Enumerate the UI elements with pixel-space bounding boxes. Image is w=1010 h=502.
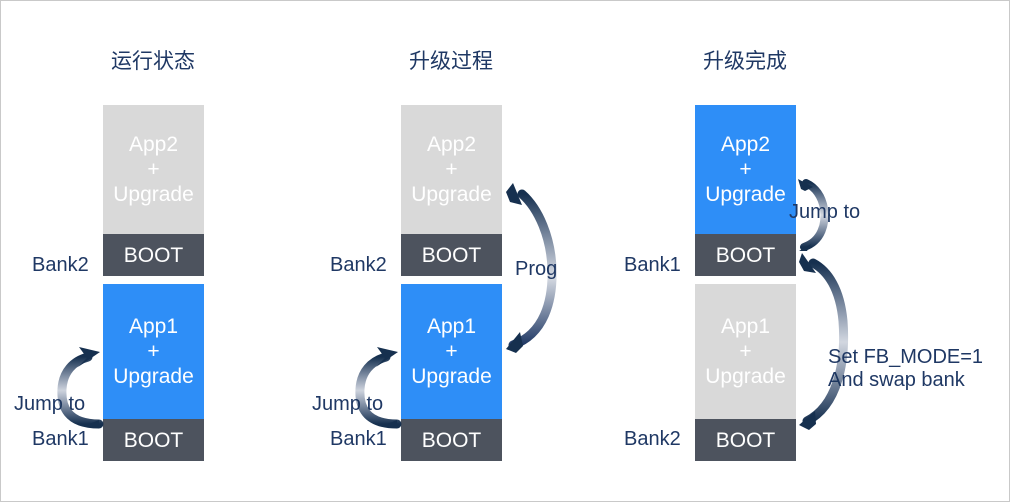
block-c3-upper-app: App2 + Upgrade (695, 105, 796, 234)
upgrade-label: Upgrade (113, 365, 194, 388)
block-c3-lower-app: App1 + Upgrade (695, 284, 796, 419)
app-name-label: App2 (128, 133, 179, 156)
bank-label-c2-upper: Bank2 (330, 254, 387, 276)
bank-label-c1-upper: Bank2 (32, 254, 89, 276)
boot-label: BOOT (123, 243, 184, 267)
boot-label: BOOT (123, 428, 184, 452)
plus-label: + (147, 158, 160, 181)
column-title-running-state: 运行状态 (111, 50, 195, 73)
upgrade-label: Upgrade (705, 365, 786, 388)
app-name-label: App2 (720, 133, 771, 156)
app-name-label: App1 (128, 315, 179, 338)
block-c2-lower-boot: BOOT (401, 419, 502, 461)
block-c1-lower-app: App1 + Upgrade (103, 284, 204, 419)
block-c2-upper-boot: BOOT (401, 234, 502, 276)
arrow-label-c3-jump-to: Jump to (789, 201, 861, 223)
arrow-label-c1-jump-to: Jump to (14, 393, 86, 415)
app-name-label: App1 (426, 315, 477, 338)
arrow-c3-swap-bank (799, 253, 849, 430)
app-name-label: App1 (720, 315, 771, 338)
bank-label-c1-lower: Bank1 (32, 428, 89, 450)
plus-label: + (147, 340, 160, 363)
block-c1-lower-boot: BOOT (103, 419, 204, 461)
boot-label: BOOT (421, 428, 482, 452)
bank-label-c2-lower: Bank1 (330, 428, 387, 450)
boot-label: BOOT (421, 243, 482, 267)
upgrade-label: Upgrade (113, 183, 194, 206)
arrow-label-c3-swap-line2: And swap bank (828, 369, 965, 391)
upgrade-label: Upgrade (705, 183, 786, 206)
plus-label: + (445, 158, 458, 181)
plus-label: + (739, 158, 752, 181)
block-c2-upper-app: App2 + Upgrade (401, 105, 502, 234)
upgrade-label: Upgrade (411, 183, 492, 206)
block-c1-upper-boot: BOOT (103, 234, 204, 276)
column-title-upgrade-process: 升级过程 (409, 50, 493, 73)
block-c3-upper-boot: BOOT (695, 234, 796, 276)
upgrade-label: Upgrade (411, 365, 492, 388)
block-c2-lower-app: App1 + Upgrade (401, 284, 502, 419)
arrow-label-c2-prog: Prog (515, 258, 558, 280)
block-c1-upper-app: App2 + Upgrade (103, 105, 204, 234)
plus-label: + (445, 340, 458, 363)
plus-label: + (739, 340, 752, 363)
app-name-label: App2 (426, 133, 477, 156)
bank-label-c3-upper: Bank1 (624, 254, 681, 276)
boot-label: BOOT (715, 243, 776, 267)
block-c3-lower-boot: BOOT (695, 419, 796, 461)
boot-label: BOOT (715, 428, 776, 452)
arrow-label-c2-jump-to: Jump to (312, 393, 384, 415)
bank-label-c3-lower: Bank2 (624, 428, 681, 450)
column-title-upgrade-complete: 升级完成 (703, 50, 787, 73)
arrow-label-c3-swap-line1: Set FB_MODE=1 (828, 346, 984, 368)
